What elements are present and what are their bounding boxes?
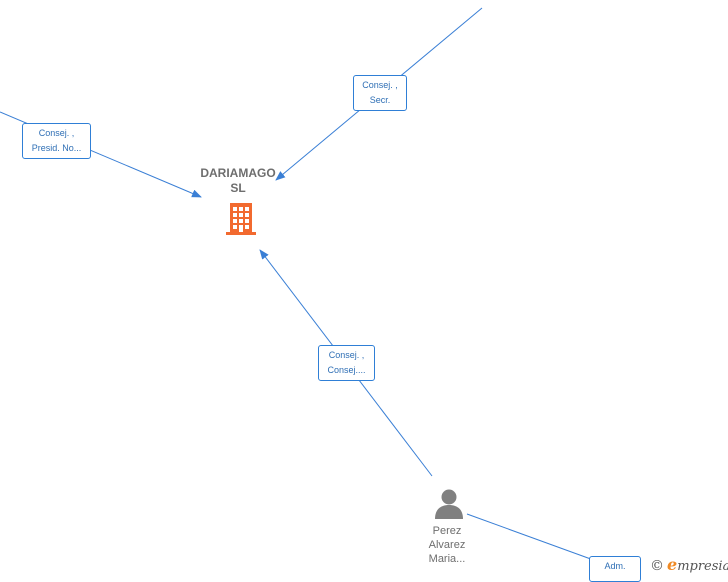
relation-label-line: Consej. , — [362, 80, 398, 90]
company-name-line1: DARIAMAGO — [200, 166, 276, 180]
relation-label-line: Adm. — [604, 561, 626, 571]
brand-rest: mpresia — [677, 559, 728, 574]
relation-label-line: Consej. , — [38, 128, 75, 138]
relation-label-presid[interactable]: Consej. , Presid. No... — [22, 123, 91, 159]
person-name[interactable]: Perez Alvarez Maria... — [407, 524, 487, 566]
relation-label-line: Secr. — [369, 95, 391, 105]
building-icon[interactable] — [224, 201, 258, 242]
relation-label-line: Consej.... — [327, 365, 366, 375]
relation-label-line: Presid. No... — [31, 143, 82, 153]
person-name-line2: Alvarez — [428, 539, 466, 551]
company-name[interactable]: DARIAMAGO SL — [190, 166, 286, 196]
company-name-line2: SL — [230, 181, 246, 195]
person-icon[interactable] — [434, 488, 464, 525]
person-name-line3: Maria... — [428, 553, 466, 565]
person-name-line1: Perez — [432, 525, 462, 537]
relation-label-consej[interactable]: Consej. , Consej.... — [318, 345, 375, 381]
edge-adm — [466, 513, 611, 567]
relation-label-line: Consej. , — [328, 350, 365, 360]
relation-label-adm[interactable]: Adm. — [589, 556, 641, 582]
brand-logo: ©empresia — [650, 555, 728, 574]
relation-label-secr[interactable]: Consej. , Secr. — [353, 75, 407, 111]
copyright-icon: © — [650, 558, 664, 574]
brand-initial: e — [667, 555, 678, 574]
